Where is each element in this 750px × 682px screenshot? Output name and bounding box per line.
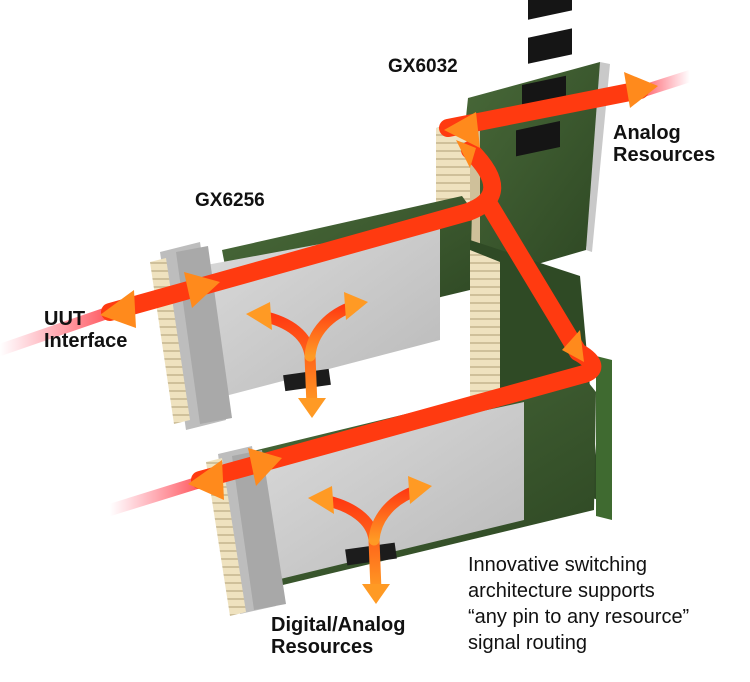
split-arrow-head bbox=[344, 292, 368, 320]
y-splitter-lower-heads bbox=[308, 476, 432, 604]
relay-chip bbox=[528, 28, 572, 64]
upper-signal-bus bbox=[101, 203, 477, 321]
backplane-edge bbox=[596, 356, 612, 520]
uut-interface-label: UUT Interface bbox=[44, 308, 127, 353]
digital-analog-resources-label: Digital/Analog Resources bbox=[271, 614, 405, 659]
gx6032-label: GX6032 bbox=[388, 56, 458, 77]
digital-analog-line1: Digital/Analog bbox=[271, 614, 406, 636]
analog-arrow-right bbox=[624, 72, 658, 108]
y-splitter-upper-heads bbox=[246, 292, 368, 418]
uut-arrow-right bbox=[184, 272, 220, 308]
analog-resources-line2: Resources bbox=[613, 144, 716, 167]
uut-interface-line1: UUT bbox=[44, 308, 86, 330]
uut-arrow-left bbox=[100, 290, 136, 328]
lower-front-bracket-face bbox=[232, 450, 286, 610]
caption-line1: Innovative switching bbox=[468, 554, 647, 576]
architecture-caption: Innovative switching architecture suppor… bbox=[468, 552, 689, 656]
gx6032-edge bbox=[586, 62, 610, 252]
split-arrow-head bbox=[408, 476, 432, 504]
analog-arrow-left bbox=[444, 112, 480, 148]
split-arrow-head bbox=[298, 398, 326, 418]
split-arrow-head bbox=[362, 584, 390, 604]
lower-signal-tail bbox=[104, 476, 206, 516]
uut-interface-line2: Interface bbox=[44, 330, 128, 353]
analog-resources-label: Analog Resources bbox=[613, 122, 715, 167]
backplane-signal bbox=[481, 197, 587, 361]
arrowheads bbox=[100, 72, 658, 500]
analog-bus bbox=[439, 81, 649, 137]
lower-arrow-left bbox=[188, 460, 224, 500]
digital-analog-line2: Resources bbox=[271, 636, 374, 659]
caption-line2: architecture supports bbox=[468, 580, 655, 602]
gx6256-label: GX6256 bbox=[195, 190, 265, 211]
split-arrow-head bbox=[246, 302, 272, 330]
lower-arrow-right bbox=[248, 448, 282, 486]
uut-connector bbox=[206, 458, 246, 616]
analog-resources-line1: Analog bbox=[613, 122, 681, 144]
relay-chip bbox=[516, 120, 560, 157]
relay-chip bbox=[528, 0, 572, 20]
riser-to-gx6032 bbox=[459, 141, 502, 221]
caption-line4: signal routing bbox=[468, 632, 587, 654]
backplane-arrow-down bbox=[562, 330, 584, 362]
junction-arrow-up bbox=[456, 140, 476, 168]
uut-signal-tail bbox=[0, 306, 116, 356]
split-arrow-head bbox=[308, 486, 334, 514]
caption-line3: “any pin to any resource” bbox=[468, 606, 690, 628]
